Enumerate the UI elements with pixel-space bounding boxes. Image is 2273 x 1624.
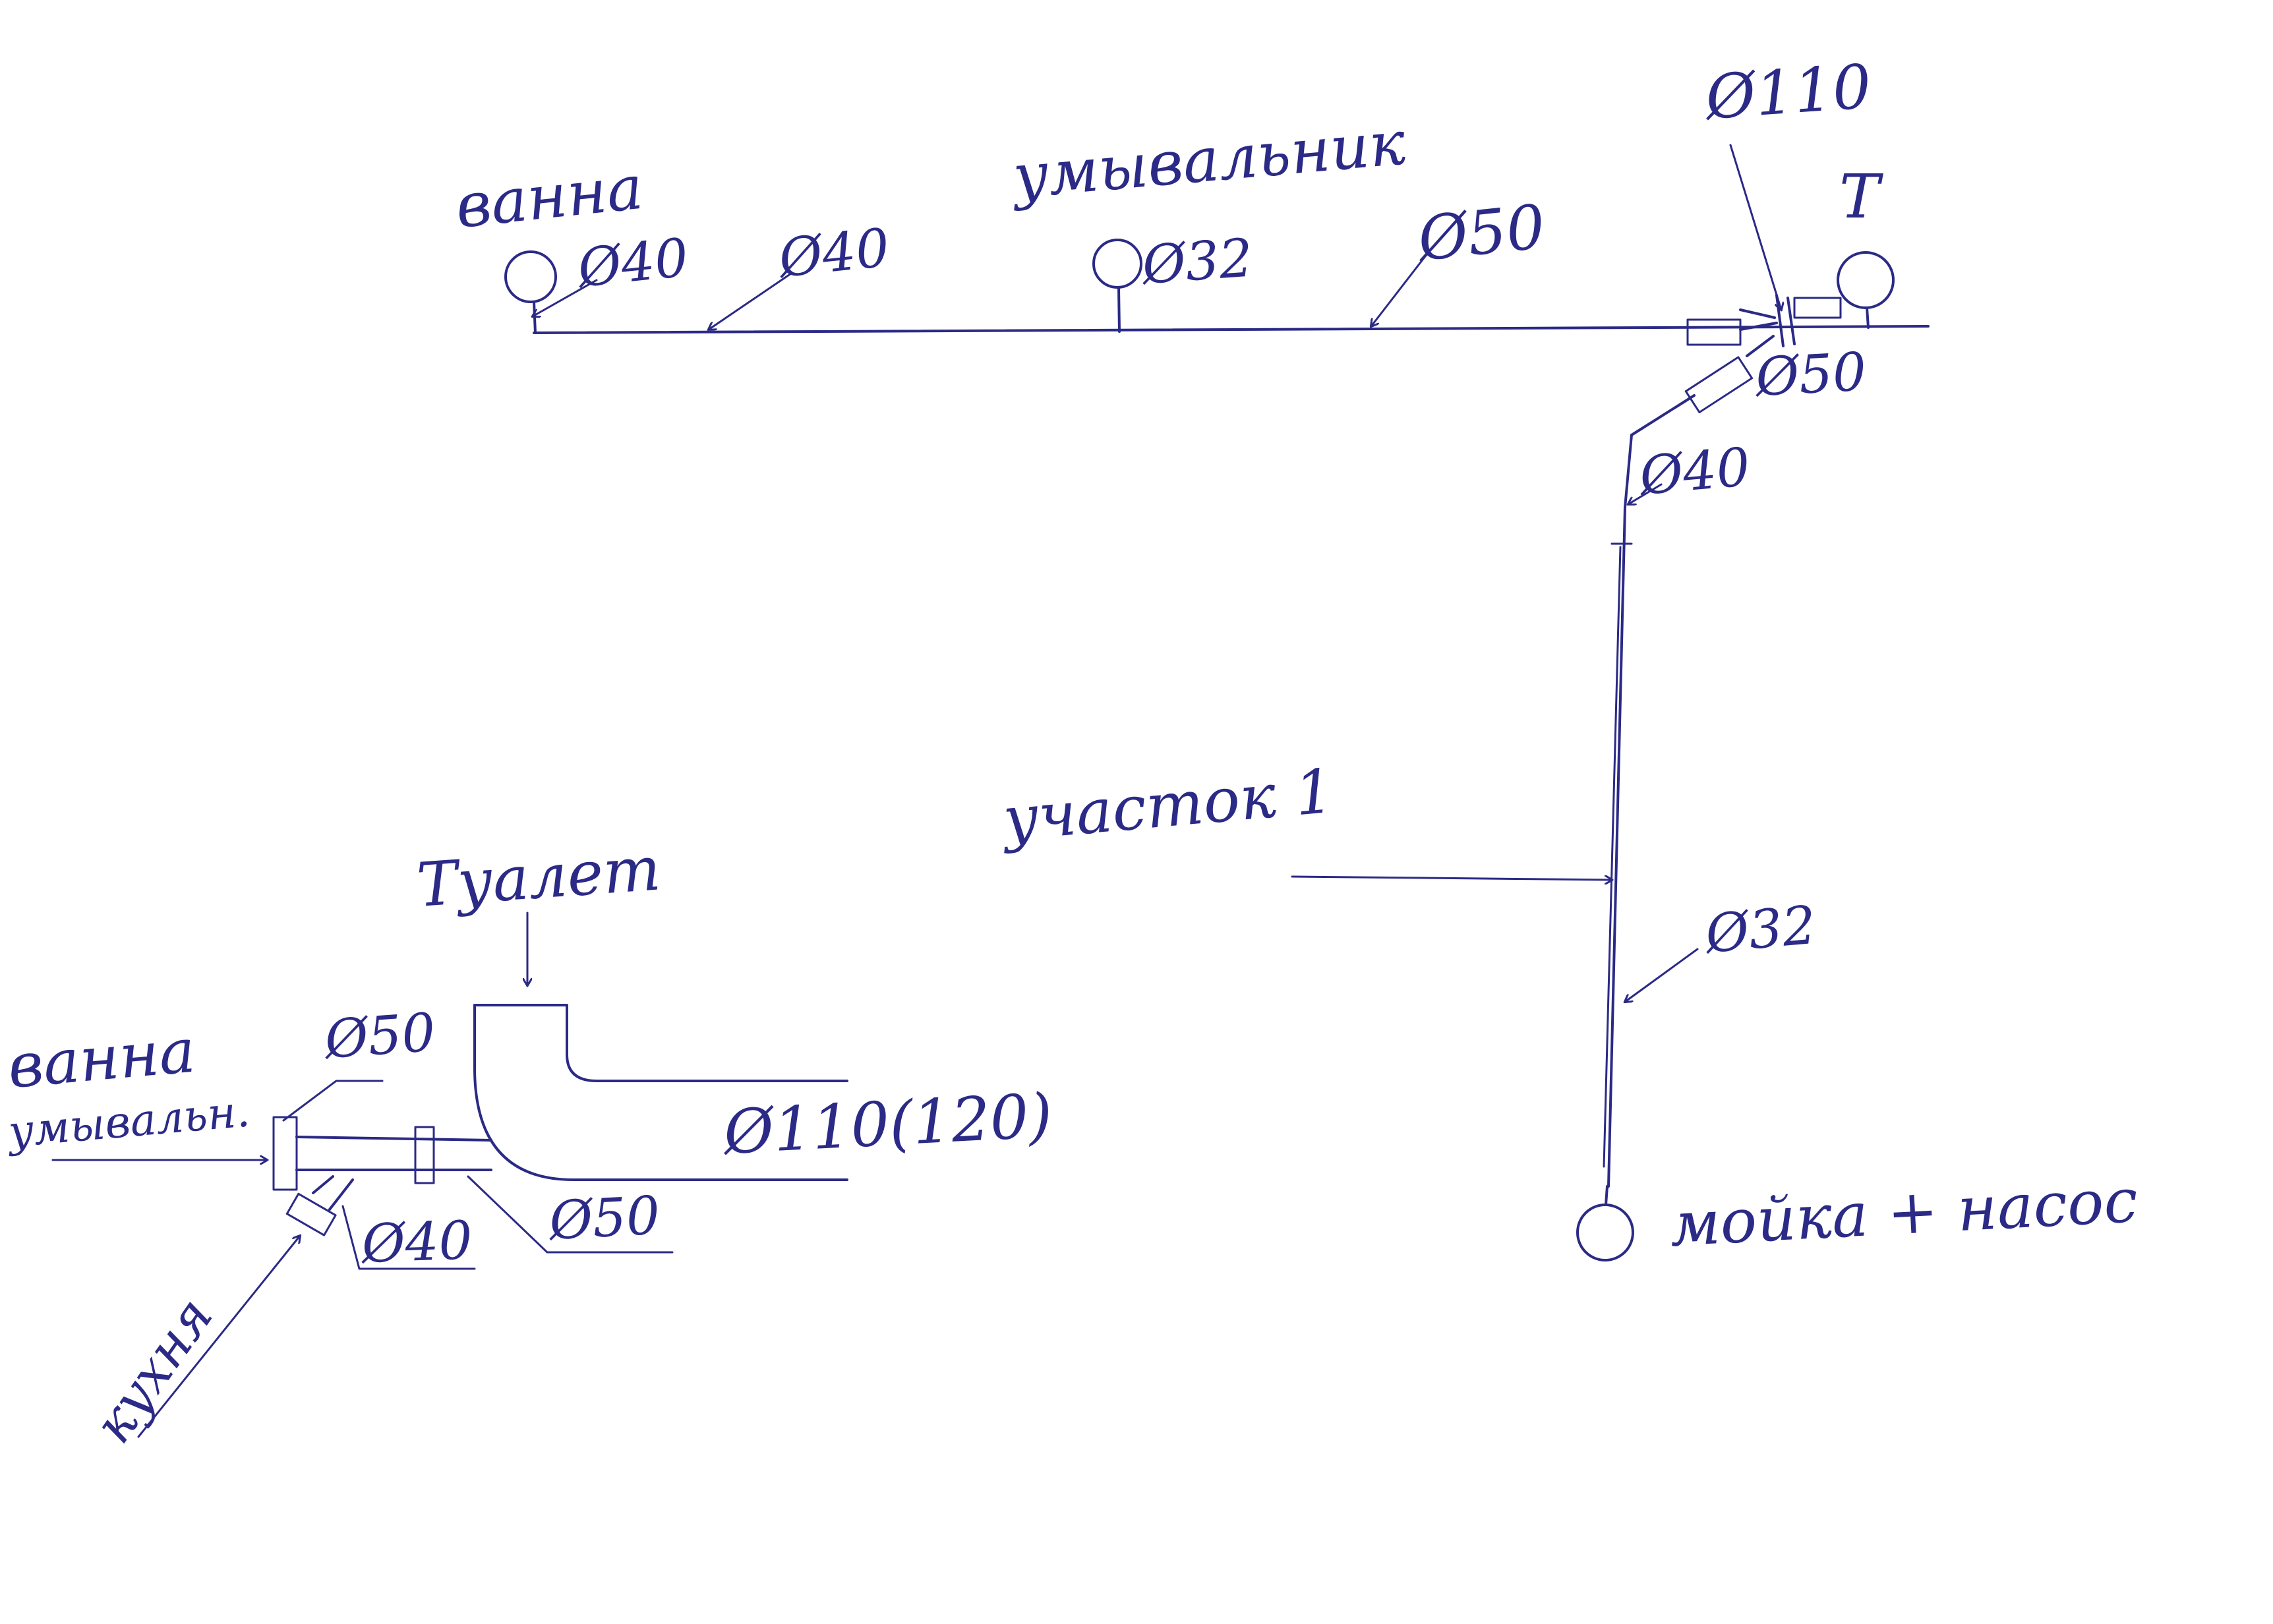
kitchen-inlet-leader (341, 1205, 476, 1270)
drop-diameter-arrow (1628, 483, 1663, 504)
pipe-segment-2-diameter: Ø50 (1413, 191, 1549, 275)
section-label: участок 1 (998, 756, 1337, 856)
detail-upper-inlet-diameter: Ø50 (322, 1002, 437, 1071)
washbasin-fixture-symbol (1092, 239, 1142, 333)
end-fixture-label: мойка + насос (1668, 1165, 2140, 1260)
vertical-pipe-inner (1603, 546, 1622, 1168)
vertical-pipe (1607, 506, 1626, 1188)
toilet-elbow-pipe (473, 1004, 848, 1181)
detail-kitchen-inlet-diameter: Ø40 (359, 1209, 473, 1275)
washbasin-label: умывальник (1008, 107, 1409, 212)
vertical-diameter-arrow (1625, 948, 1699, 1002)
riser-tee-fitting (1686, 294, 1842, 347)
segment-1-arrow (709, 272, 792, 330)
riser-diameter-arrow (1729, 144, 1781, 310)
vertical-branch: участок 1 Ø32 мойка + насос (998, 506, 2140, 1262)
sink-fixture-symbol (1576, 1185, 1634, 1262)
kitchen-label: кухня (82, 1287, 225, 1454)
upper-inlet-leader (282, 1080, 384, 1122)
washbasin-diameter: Ø32 (1139, 227, 1255, 297)
bath-diameter-arrow (533, 279, 598, 316)
inlet-source-label-1: ванна (5, 1016, 198, 1102)
segment-2-arrow (1371, 252, 1429, 326)
diagonal-connector (1624, 335, 1775, 509)
detail-view: Туалет Ø110(120) Ø50 ванна умывальн. Ø50 (5, 833, 1054, 1453)
toilet-mark: Т (1839, 161, 1883, 232)
bath-fixture-symbol (504, 250, 557, 334)
top-branch: ванна Ø40 Ø40 умывальник Ø32 Ø50 Ø110 (452, 51, 1930, 509)
kitchen-inlet-pipe (285, 1175, 354, 1236)
inlet-pipe (272, 1116, 492, 1191)
detail-toilet-label: Туалет (415, 833, 663, 921)
bath-diameter: Ø40 (574, 227, 691, 299)
detail-main-pipe-diameter: Ø110(120) (721, 1080, 1054, 1168)
main-horizontal-pipe (533, 325, 1930, 334)
bath-label: ванна (452, 152, 646, 242)
pipe-segment-1-diameter: Ø40 (775, 217, 892, 289)
kitchen-arrow (137, 1236, 300, 1438)
lower-pipe-leader (467, 1175, 674, 1254)
vertical-pipe-diameter: Ø32 (1702, 894, 1819, 965)
section-arrow (1291, 877, 1612, 880)
drop-diameter: Ø40 (1636, 436, 1753, 507)
tee-diameter: Ø50 (1753, 341, 1868, 408)
riser-diameter: Ø110 (1702, 51, 1874, 133)
toilet-fixture-symbol (1837, 251, 1895, 329)
detail-lower-pipe-diameter: Ø50 (546, 1184, 661, 1252)
